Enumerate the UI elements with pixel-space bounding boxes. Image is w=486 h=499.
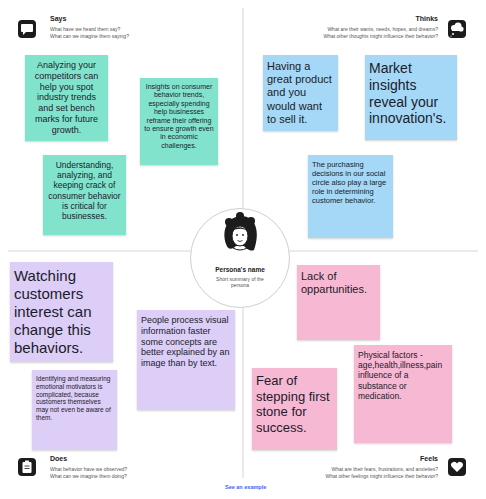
feels-sticky-note: Physical factors - age,health,illness,pa… xyxy=(354,345,452,443)
persona-name: Persona's name xyxy=(211,266,269,274)
quadrant-title: Thinks xyxy=(218,15,438,23)
quadrant-prompt: What are their fears, frustrations, and … xyxy=(218,466,438,472)
button-label: See an example xyxy=(225,484,270,491)
quadrant-prompt: What other feelings might influence thei… xyxy=(218,473,438,479)
note-text: Having a great product and you would wan… xyxy=(267,60,334,126)
quadrant-prompt: What can we imagine them saying? xyxy=(50,33,129,39)
example-button: See an example xyxy=(212,482,274,494)
note-text: Physical factors - age,health,illness,pa… xyxy=(358,350,448,401)
does-sticky-note: Identifying and measuring emotional moti… xyxy=(32,370,117,450)
feels-sticky-note: Lack of oppartunities. xyxy=(297,265,380,340)
quadrant-prompt: What have we heard them say? xyxy=(50,26,120,32)
thinks-icon xyxy=(448,20,466,38)
thinks-sticky-note: The purchasing decisions in our social c… xyxy=(308,155,393,238)
thinks-sticky-note: Having a great product and you would wan… xyxy=(263,55,338,131)
note-text: Identifying and measuring emotional moti… xyxy=(36,375,113,422)
quadrant-title: Does xyxy=(50,455,67,463)
feels-sticky-note: Fear of stepping first stone for success… xyxy=(252,368,337,450)
says-sticky-note: Understanding, analyzing, and keeping cr… xyxy=(43,155,126,235)
quadrant-title: Says xyxy=(50,15,66,23)
note-text: Insights on consumer behavior trends, es… xyxy=(144,83,214,150)
note-text: Understanding, analyzing, and keeping cr… xyxy=(47,160,122,221)
quadrant-prompt: What behavior have we observed? xyxy=(50,466,127,472)
does-sticky-note: Watching customers interest can change t… xyxy=(10,262,113,362)
feels-icon xyxy=(448,458,466,476)
thinks-sticky-note: Market insights reveal your innovation's… xyxy=(365,55,457,140)
quadrant-prompt: What are their wants, needs, hopes, and … xyxy=(218,26,438,32)
note-text: The purchasing decisions in our social c… xyxy=(312,160,389,205)
note-text: Fear of stepping first stone for success… xyxy=(256,373,333,435)
persona-summary: Short summary of the persona xyxy=(211,276,269,288)
note-text: Watching customers interest can change t… xyxy=(14,267,109,357)
quadrant-prompt: What other thoughts might influence thei… xyxy=(218,33,438,39)
persona-circle-fill xyxy=(190,208,290,308)
note-text: Lack of oppartunities. xyxy=(301,270,376,296)
quadrant-prompt: What can we imagine them doing? xyxy=(50,473,127,479)
says-sticky-note: Insights on consumer behavior trends, es… xyxy=(140,78,218,165)
persona-face xyxy=(224,212,256,251)
does-sticky-note: People process visual information faster… xyxy=(137,310,235,410)
note-text: People process visual information faster… xyxy=(141,315,231,369)
note-text: Analyzing your competitors can help you … xyxy=(29,60,104,136)
says-sticky-note: Analyzing your competitors can help you … xyxy=(25,55,108,141)
persona-circle: Persona's nameShort summary of the perso… xyxy=(190,208,290,308)
says-icon xyxy=(18,20,36,38)
note-text: Market insights reveal your innovation's… xyxy=(369,60,453,127)
quadrant-title: Feels xyxy=(218,455,438,463)
does-icon xyxy=(18,458,36,476)
